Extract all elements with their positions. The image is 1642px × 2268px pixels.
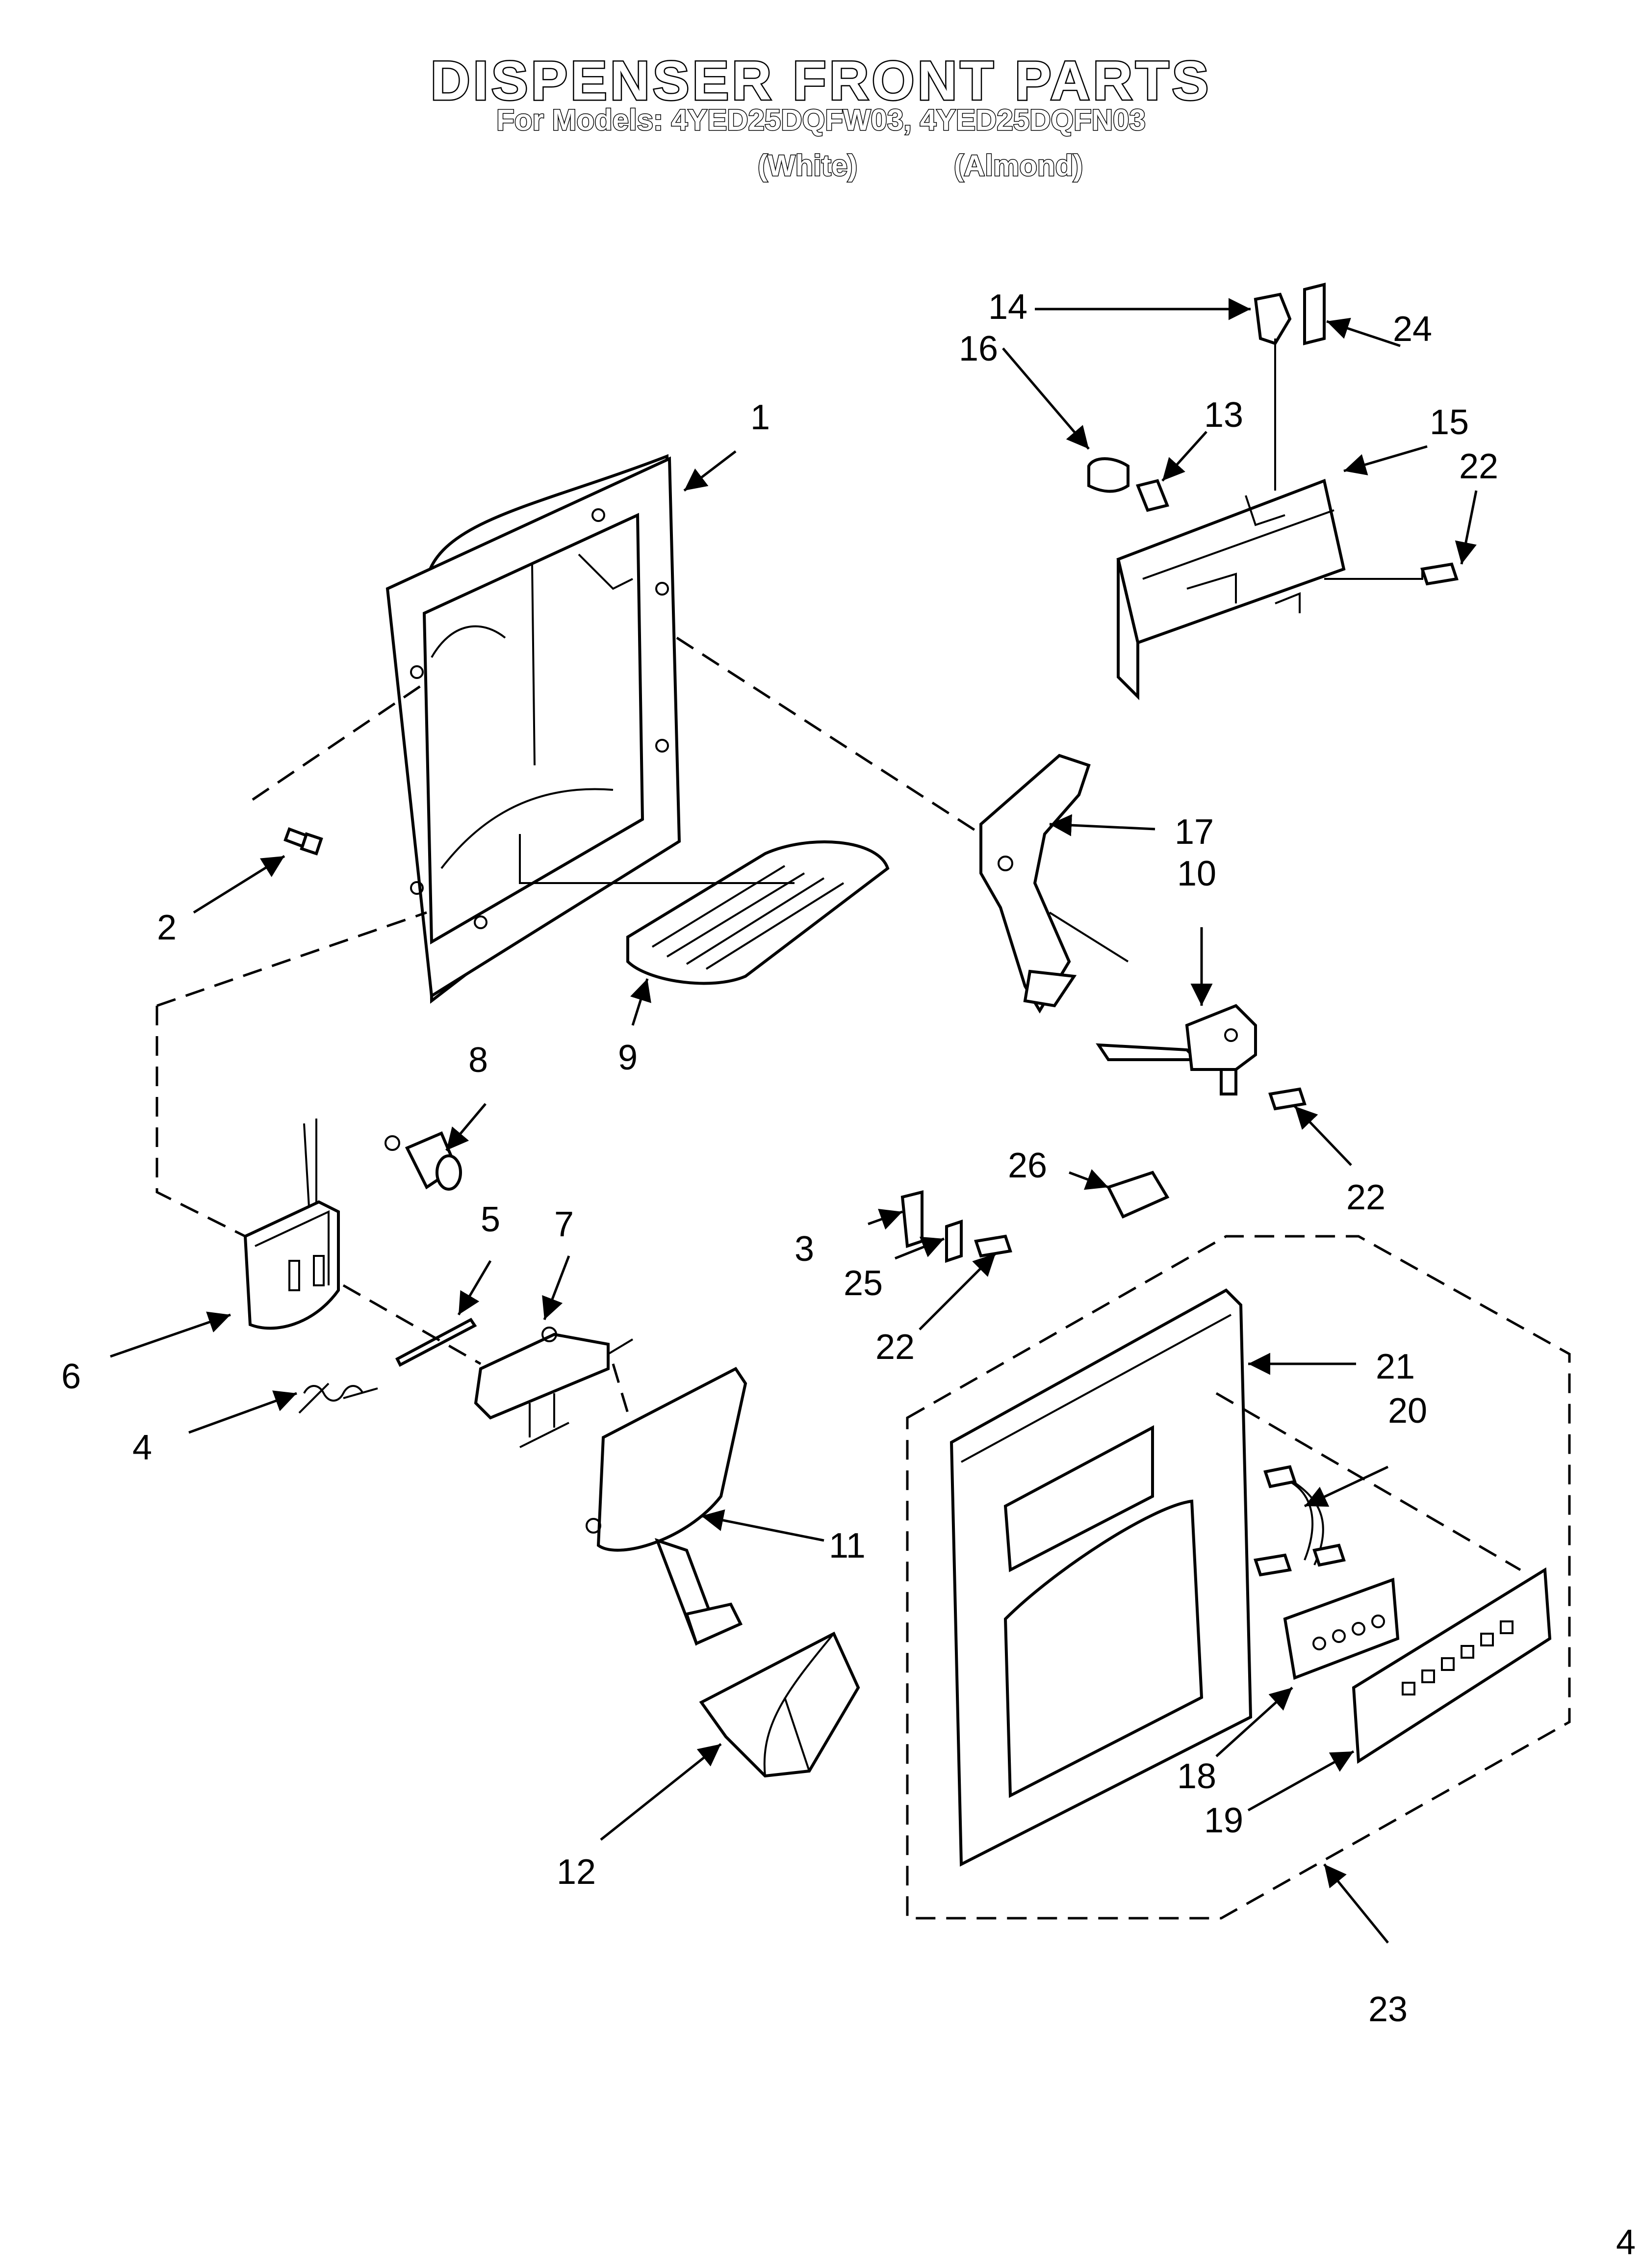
callout-15: 15 — [1430, 403, 1469, 442]
callout-10: 10 — [1177, 854, 1216, 893]
callout-9: 9 — [618, 1038, 638, 1077]
part-18-control-board — [1283, 1577, 1400, 1680]
part-3-clip — [900, 1190, 924, 1249]
part-15-upper-bracket — [1116, 478, 1346, 701]
part-17-actuator-arm — [979, 754, 1091, 1014]
callout-20: 20 — [1388, 1391, 1427, 1431]
construction-lines — [155, 339, 1521, 1571]
callout-24: 24 — [1393, 310, 1432, 349]
callout-26: 26 — [1008, 1146, 1047, 1185]
callout-8: 8 — [468, 1041, 488, 1080]
variant-almond-label: (Almond) — [953, 149, 1083, 183]
callout-2: 2 — [157, 908, 177, 947]
callout-22-mid: 22 — [1346, 1178, 1385, 1217]
part-5-pin — [395, 1318, 477, 1367]
callout-3: 3 — [795, 1229, 814, 1269]
part-8-damper — [385, 1131, 462, 1191]
part-20-wire-harness — [1254, 1465, 1346, 1577]
callout-6: 6 — [61, 1357, 81, 1396]
part-13-socket — [1135, 479, 1170, 512]
part-26-connector — [1106, 1171, 1170, 1219]
part-7-lever — [474, 1327, 634, 1448]
callout-4: 4 — [132, 1428, 152, 1467]
callout-19: 19 — [1204, 1801, 1243, 1840]
callout-25: 25 — [844, 1264, 883, 1303]
callout-1: 1 — [750, 398, 770, 437]
part-6-solenoid — [243, 1119, 340, 1330]
part-12-ice-chute-funnel — [699, 1631, 860, 1778]
part-16-bulb — [1087, 457, 1129, 493]
part-1-housing-frame — [385, 454, 681, 1004]
callout-18: 18 — [1177, 1757, 1216, 1796]
part-24-insulator — [1303, 283, 1326, 345]
part-4-spring — [298, 1382, 378, 1414]
part-22-screw-mid — [1268, 1087, 1307, 1111]
part-19-control-overlay — [1352, 1567, 1552, 1764]
models-subtitle: For Models: 4YED25DQFW03, 4YED25DQFN03 — [496, 103, 1147, 137]
callout-16: 16 — [959, 329, 998, 368]
callout-21: 21 — [1376, 1347, 1415, 1386]
callout-arrows — [110, 298, 1478, 1944]
part-25-spacer — [945, 1219, 963, 1263]
callout-7: 7 — [554, 1205, 574, 1244]
part-14-switch — [1254, 292, 1292, 345]
part-22-screw-lower — [974, 1234, 1012, 1258]
figure-number: 4 — [1616, 2223, 1636, 2262]
callout-13: 13 — [1204, 395, 1243, 435]
callout-17: 17 — [1175, 812, 1214, 852]
callout-23: 23 — [1368, 1990, 1408, 2029]
part-11-chute-flapper — [586, 1367, 747, 1646]
page-title: DISPENSER FRONT PARTS — [429, 49, 1212, 113]
callout-11: 11 — [829, 1526, 866, 1565]
callout-22-upper: 22 — [1459, 447, 1498, 486]
part-9-drip-tray — [626, 840, 890, 985]
variant-white-label: (White) — [757, 149, 858, 183]
callout-14: 14 — [988, 287, 1027, 327]
part-10-lever — [1096, 1004, 1257, 1095]
assembly-23-boundary — [906, 1235, 1571, 1920]
part-21-front-panel — [949, 1288, 1253, 1867]
callout-5: 5 — [481, 1200, 500, 1239]
part-2-screw — [283, 827, 323, 856]
callout-12: 12 — [557, 1852, 596, 1892]
part-22-screw-upper — [1420, 562, 1459, 586]
callout-22-lower: 22 — [875, 1328, 915, 1367]
callout-labels: 1 2 3 4 5 6 7 8 9 10 11 12 13 14 15 16 1… — [61, 287, 1498, 2029]
